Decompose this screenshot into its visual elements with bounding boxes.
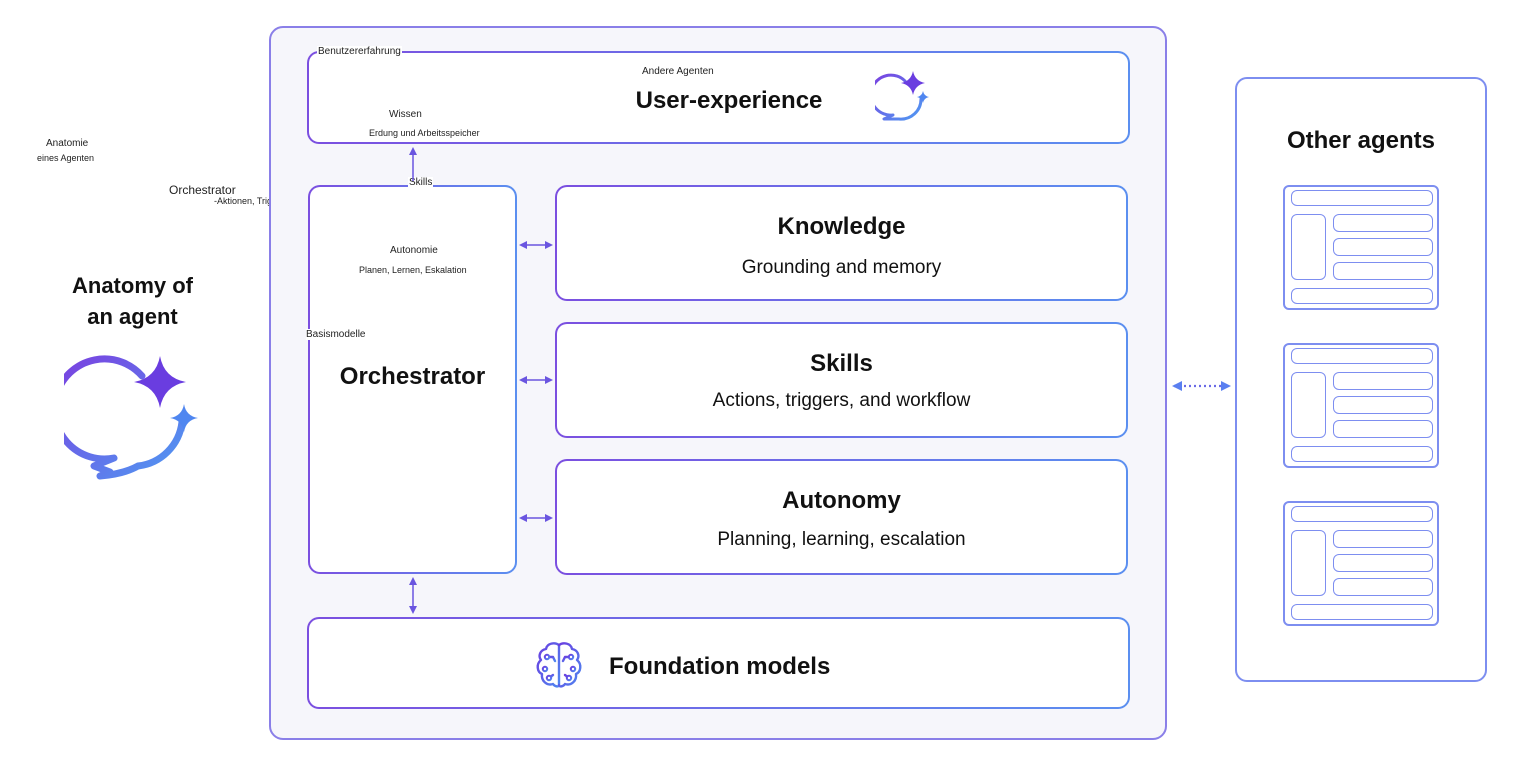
page-title-line2: an agent	[87, 304, 178, 329]
knowledge-block: Knowledge Grounding and memory	[555, 185, 1128, 301]
agent-card-header-bar	[1291, 190, 1433, 206]
agent-card-avatar-block	[1291, 214, 1326, 280]
orchestrator-block: Orchestrator	[308, 185, 517, 574]
brain-circuit-icon	[533, 639, 585, 691]
agent-card-line	[1333, 578, 1433, 596]
de-orchestrator-label: Orchestrator	[169, 183, 236, 197]
skills-title: Skills	[810, 350, 873, 377]
user-experience-title: User-experience	[635, 87, 823, 114]
agent-card-line	[1333, 530, 1433, 548]
knowledge-subtitle: Grounding and memory	[741, 257, 942, 278]
agent-card-footer-bar	[1291, 446, 1433, 462]
foundation-block: Foundation models	[307, 617, 1130, 709]
agent-card-header-bar	[1291, 506, 1433, 522]
autonomy-subtitle: Planning, learning, escalation	[717, 529, 966, 550]
de-other-agents: Andere Agenten	[642, 66, 714, 77]
autonomy-title: Autonomy	[782, 487, 901, 514]
agent-card-avatar-block	[1291, 372, 1326, 438]
agent-card-footer-bar	[1291, 288, 1433, 304]
de-skills: Skills	[408, 177, 434, 188]
autonomy-block: Autonomy Planning, learning, escalation	[555, 459, 1128, 575]
agent-card-line	[1333, 214, 1433, 232]
user-experience-block: User-experience	[307, 51, 1130, 144]
agent-card-line	[1333, 396, 1433, 414]
de-title-line2: eines Agenten	[37, 153, 95, 163]
agent-card	[1283, 185, 1439, 310]
agent-card-avatar-block	[1291, 530, 1326, 596]
de-user-experience: Benutzererfahrung	[317, 46, 402, 57]
agent-card	[1283, 501, 1439, 626]
chat-sparkle-icon-small	[869, 69, 931, 125]
agent-card-line	[1333, 372, 1433, 390]
agent-card-header-bar	[1291, 348, 1433, 364]
agent-card-line	[1333, 238, 1433, 256]
foundation-title: Foundation models	[609, 653, 831, 680]
agent-card-line	[1333, 262, 1433, 280]
de-autonomy-sub: Planen, Lernen, Eskalation	[359, 265, 467, 275]
de-autonomy: Autonomie	[390, 245, 438, 256]
skills-block: Skills Actions, triggers, and workflow	[555, 322, 1128, 438]
agent-card-line	[1333, 554, 1433, 572]
orchestrator-title: Orchestrator	[339, 363, 486, 390]
agent-card	[1283, 343, 1439, 468]
knowledge-title: Knowledge	[777, 213, 906, 240]
de-title-line1: Anatomie	[46, 138, 89, 149]
page-title: Anatomy of an agent	[40, 270, 225, 332]
agent-card-footer-bar	[1291, 604, 1433, 620]
de-knowledge: Wissen	[389, 109, 422, 120]
page-title-line1: Anatomy of	[72, 273, 193, 298]
other-agents-title: Other agents	[1286, 127, 1436, 154]
de-foundation: Basismodelle	[306, 329, 366, 340]
de-knowledge-sub: Erdung und Arbeitsspeicher	[369, 128, 480, 138]
agent-card-line	[1333, 420, 1433, 438]
skills-subtitle: Actions, triggers, and workflow	[712, 390, 971, 411]
chat-sparkle-icon	[50, 352, 204, 482]
